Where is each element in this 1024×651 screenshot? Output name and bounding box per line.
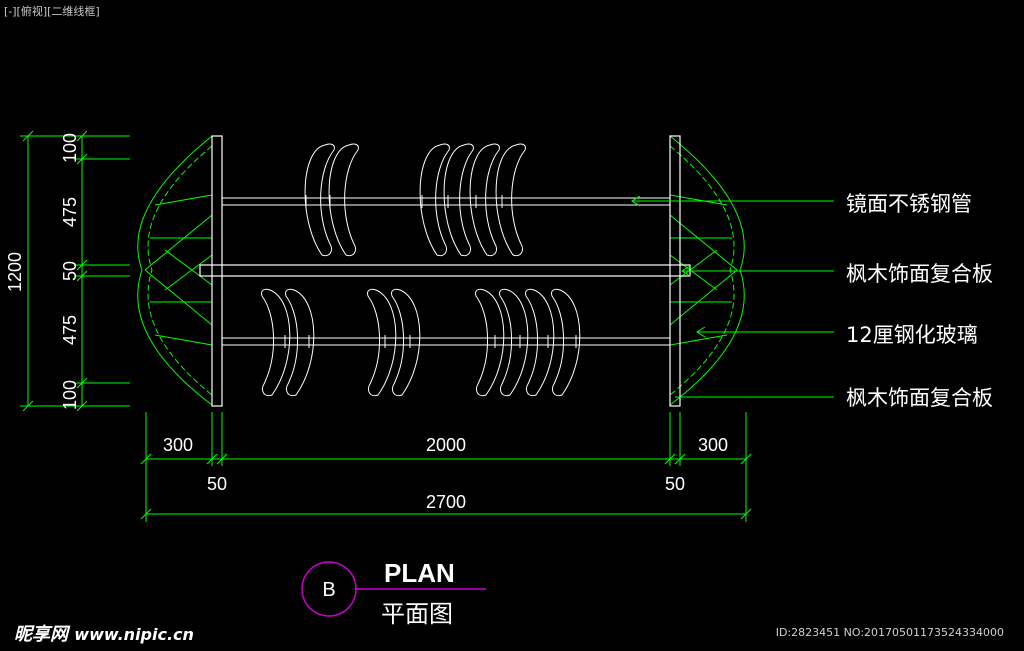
left-end-cap [137,135,213,406]
image-id-label: ID:2823451 NO:20170501173524334000 [775,626,1004,639]
dim-left-panel: 50 [207,474,227,494]
title-cn: 平面图 [381,600,453,628]
hangers-top [304,143,526,257]
dim-total-height: 1200 [5,252,25,292]
dim-left-end: 300 [163,435,193,455]
callout-leaders [631,195,834,398]
bottom-dimension-lines [140,412,752,522]
bottom-dimension-texts: 300 2000 300 50 50 2700 [163,435,728,512]
left-dimension-lines [20,130,130,412]
side-panels [211,135,681,407]
watermark-url: www.nipic.cn [74,625,194,644]
right-end-cap [669,135,745,406]
callout-maple-panel-2: 枫木饰面复合板 [846,386,993,410]
center-shelf [199,264,691,277]
title-block: B PLAN 平面图 [301,558,486,628]
dim-right-panel: 50 [665,474,685,494]
dim-seg-3: 50 [60,261,80,281]
dim-overall: 2700 [426,492,466,512]
dim-seg-5: 100 [60,380,80,410]
title-en: PLAN [384,558,455,588]
callout-stainless-tube: 镜面不锈钢管 [846,192,972,216]
detail-symbol-letter: B [322,579,335,601]
dim-seg-1: 100 [60,133,80,163]
dim-seg-4: 475 [60,315,80,345]
viewport-controls-label[interactable]: [-][俯视][二维线框] [4,5,100,18]
callout-texts: 镜面不锈钢管 枫木饰面复合板 12厘钢化玻璃 枫木饰面复合板 [846,192,993,410]
hangers-bottom [261,288,581,397]
dim-seg-2: 475 [60,197,80,227]
watermark-logo: 昵享网 www.nipic.cn [14,620,194,646]
watermark-brand: 昵享网 [14,624,68,645]
left-dimension-texts: 1200 100 475 50 475 100 [5,133,80,410]
dim-middle: 2000 [426,435,466,455]
dim-right-end: 300 [698,435,728,455]
callout-tempered-glass: 12厘钢化玻璃 [846,323,978,347]
callout-maple-panel-1: 枫木饰面复合板 [846,262,993,286]
